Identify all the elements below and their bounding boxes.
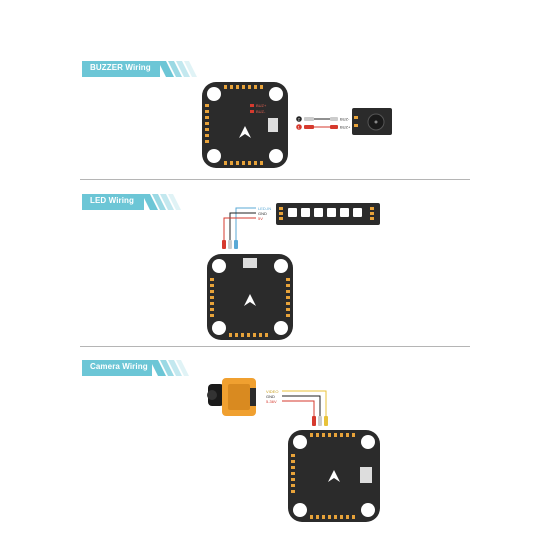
buzzer-module [352, 108, 392, 135]
buzzer-section-title: BUZZER Wiring [90, 63, 151, 72]
camera-flight-controller [288, 430, 380, 522]
tag-chevrons-icon [150, 360, 189, 376]
wire-marker-2: 2 [298, 117, 301, 122]
led-power-label: 5V [258, 216, 263, 221]
wire-marker-1: 1 [298, 125, 301, 130]
camera-video-label: VIDEO [266, 389, 278, 394]
tag-chevrons-icon [158, 61, 197, 77]
camera-gnd-label: GND [266, 394, 275, 399]
led-wires [223, 207, 256, 240]
camera-wires [282, 390, 327, 416]
led-gnd-label: GND [258, 211, 267, 216]
buzzer-flight-controller [202, 82, 288, 168]
camera-section-tag: Camera Wiring [82, 360, 200, 376]
led-flight-controller [207, 254, 293, 340]
led-section-title: LED Wiring [90, 196, 135, 205]
buzzer-wires [296, 116, 338, 130]
section-divider-1 [80, 179, 470, 180]
buzzer-pin-pos-label: BUZ+ [340, 125, 351, 130]
buzzer-section-tag: BUZZER Wiring [82, 61, 200, 77]
tag-chevrons-icon [142, 194, 181, 210]
led-strip [276, 203, 380, 225]
led-signal-label: LED-IN [258, 206, 271, 211]
camera-power-label: 5-36V [266, 399, 277, 404]
fc-pad-buz-pos-label: BUZ+ [256, 103, 267, 108]
fc-pad-buz-neg-label: BUZ- [256, 109, 266, 114]
buzzer-pin-neg-label: BUZ- [340, 117, 350, 122]
fpv-camera [207, 378, 256, 416]
led-section-tag: LED Wiring [82, 194, 200, 210]
camera-section-title: Camera Wiring [90, 362, 148, 371]
section-divider-2 [80, 346, 470, 347]
